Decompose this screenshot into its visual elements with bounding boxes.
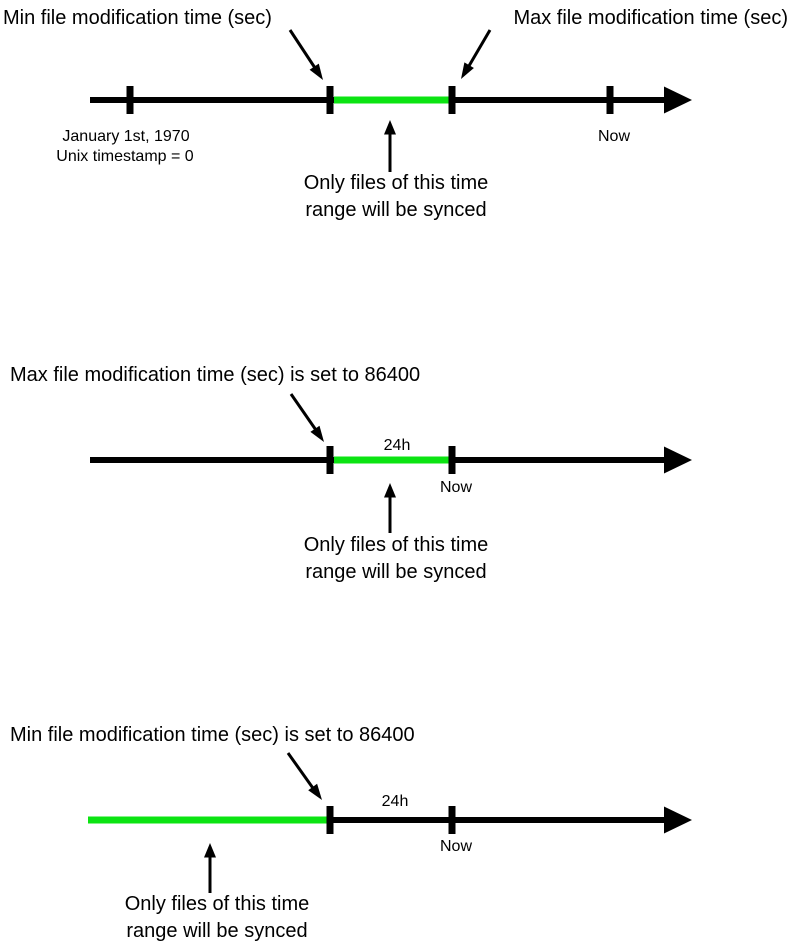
- tick-now: [448, 806, 456, 834]
- tick-min-time: [326, 806, 334, 834]
- diagram-min-set-86400: Min file modification time (sec) is set …: [10, 724, 692, 942]
- max-set-title: Max file modification time (sec) is set …: [10, 364, 420, 386]
- min-set-arrowhead-icon: [308, 783, 322, 800]
- diagram-max-set-86400: Max file modification time (sec) is set …: [10, 364, 692, 583]
- timeline-arrowhead-icon: [664, 806, 692, 834]
- annotation-line2: range will be synced: [126, 920, 307, 942]
- tick-now: [448, 446, 456, 474]
- min-set-arrow-line: [286, 752, 317, 792]
- annotation-line2: range will be synced: [305, 561, 486, 583]
- max-set-arrowhead-icon: [310, 425, 324, 442]
- timeline-arrowhead-icon: [664, 446, 692, 474]
- max-label-arrowhead-icon: [461, 62, 474, 79]
- annotation-up-arrowhead-icon: [384, 120, 396, 135]
- tick-max-time: [448, 86, 456, 114]
- max-mod-time-label: Max file modification time (sec): [513, 7, 788, 29]
- epoch-label-line2: Unix timestamp = 0: [56, 148, 193, 165]
- max-label-arrow-line: [464, 29, 492, 72]
- min-label-arrow-line: [288, 29, 319, 72]
- annotation-up-arrowhead-icon: [204, 843, 216, 858]
- annotation-line1: Only files of this time: [304, 172, 489, 194]
- diagram-default-range: Min file modification time (sec) Max fil…: [3, 7, 788, 221]
- min-label-arrowhead-icon: [309, 63, 323, 80]
- timeline-arrowhead-icon: [664, 86, 692, 114]
- epoch-label-line1: January 1st, 1970: [62, 128, 189, 145]
- min-mod-time-label: Min file modification time (sec): [3, 7, 272, 29]
- annotation-line1: Only files of this time: [304, 534, 489, 556]
- now-label: Now: [598, 128, 630, 145]
- annotation-line1: Only files of this time: [125, 893, 310, 915]
- range-duration-label: 24h: [384, 437, 411, 454]
- tick-now: [606, 86, 614, 114]
- min-set-title: Min file modification time (sec) is set …: [10, 724, 415, 746]
- annotation-up-arrowhead-icon: [384, 483, 396, 498]
- range-duration-label: 24h: [382, 793, 409, 810]
- tick-min-time: [326, 86, 334, 114]
- tick-epoch: [126, 86, 134, 114]
- max-set-arrow-line: [289, 393, 320, 434]
- annotation-line2: range will be synced: [305, 199, 486, 221]
- now-label: Now: [440, 838, 472, 855]
- now-label: Now: [440, 479, 472, 496]
- tick-max-time: [326, 446, 334, 474]
